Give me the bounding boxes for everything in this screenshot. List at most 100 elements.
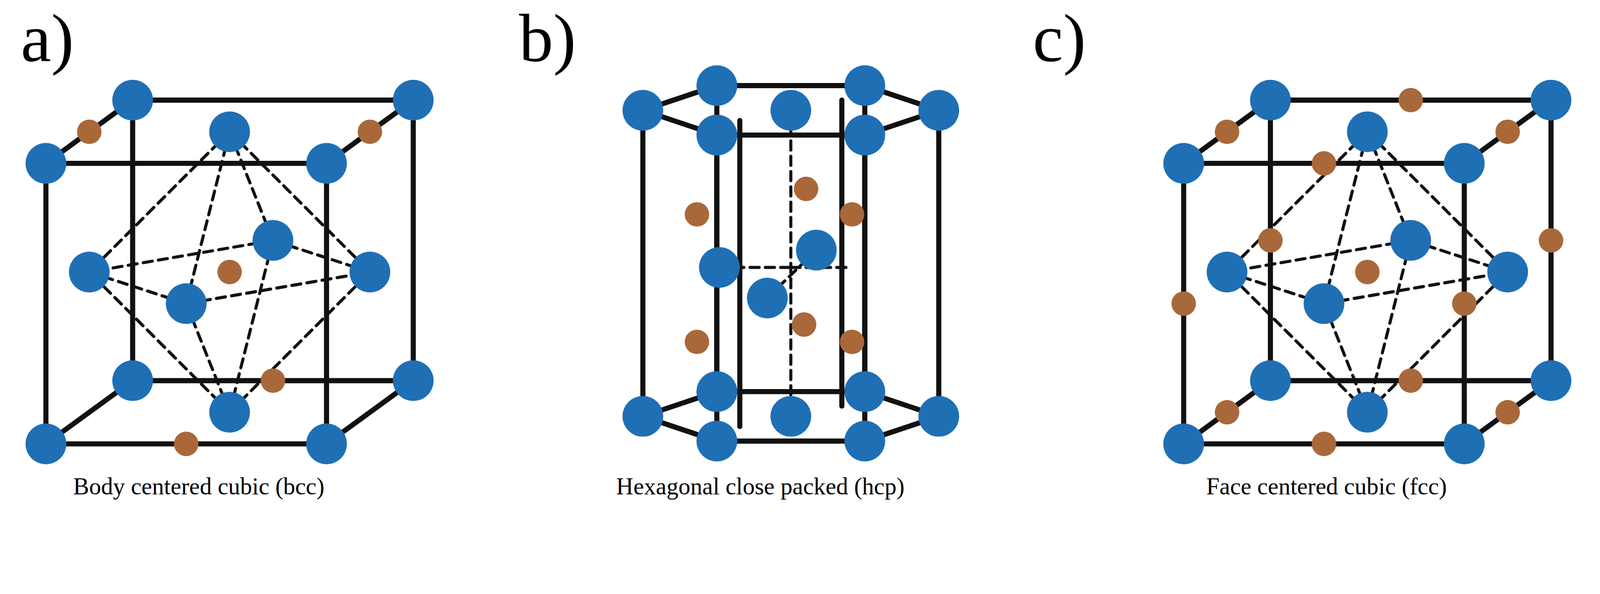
host-atom — [844, 114, 886, 156]
interstitial-atom — [1311, 431, 1337, 457]
host-atom — [306, 423, 348, 465]
cell-edge — [410, 100, 416, 381]
host-atom — [1250, 360, 1292, 402]
cell-edge — [43, 163, 49, 445]
dashed-bond — [1226, 271, 1367, 413]
cell-edge — [640, 110, 646, 417]
dashed-bond — [1226, 240, 1411, 272]
host-atom — [1390, 220, 1432, 262]
host-atom — [306, 143, 348, 185]
cell-edge — [132, 97, 414, 103]
interstitial-atom — [217, 260, 242, 285]
host-atom — [1206, 251, 1248, 293]
cell-edge — [839, 100, 845, 407]
cell-edge — [936, 110, 942, 417]
cell-edge — [323, 163, 330, 445]
host-atom — [166, 283, 208, 325]
host-atom — [770, 395, 812, 437]
dashed-bond — [229, 271, 370, 413]
interstitial-atom — [1214, 119, 1240, 144]
host-atom — [796, 229, 838, 271]
host-atom — [696, 114, 738, 156]
host-atom — [1346, 391, 1388, 433]
interstitial-atom — [357, 119, 382, 144]
host-atom — [622, 89, 664, 131]
cell-edge — [130, 100, 136, 381]
host-atom — [844, 420, 886, 462]
dashed-bond — [1367, 131, 1508, 272]
interstitial-atom — [1495, 119, 1520, 144]
panel-letter: b) — [518, 4, 577, 73]
panel-letter: a) — [20, 4, 75, 73]
interstitial-atom — [684, 329, 709, 354]
cell-edge — [716, 83, 865, 89]
panel-letter: c) — [1032, 4, 1087, 73]
host-atom — [746, 277, 788, 319]
interstitial-atom — [1257, 228, 1283, 253]
dashed-bond — [89, 240, 273, 272]
host-atom — [112, 79, 154, 121]
interstitial-atom — [1214, 400, 1240, 425]
host-atom — [696, 420, 738, 462]
structure-caption: Face centered cubic (fcc) — [1206, 474, 1447, 499]
interstitial-atom — [76, 119, 102, 144]
host-atom — [1250, 79, 1292, 121]
interstitial-atom — [1495, 400, 1520, 425]
host-atom — [622, 395, 664, 437]
host-atom — [1530, 79, 1572, 121]
structure-caption: Body centered cubic (bcc) — [73, 474, 325, 499]
cubic-cell — [25, 79, 434, 465]
dashed-bond — [89, 271, 230, 413]
host-atom — [696, 65, 738, 107]
cell-edge — [716, 438, 865, 444]
hexagonal-cell — [622, 65, 960, 462]
interstitial-atom — [684, 202, 709, 227]
host-atom — [770, 89, 812, 131]
interstitial-atom — [1398, 368, 1424, 393]
interstitial-atom — [1538, 228, 1564, 253]
interstitial-atom — [839, 329, 865, 354]
interstitial-atom — [1398, 87, 1424, 113]
cubic-cell — [1163, 79, 1571, 465]
host-atom — [392, 360, 434, 402]
host-atom — [209, 111, 251, 153]
host-atom — [1163, 143, 1205, 185]
host-atom — [1303, 283, 1345, 325]
host-atom — [918, 89, 960, 131]
dashed-bond — [789, 110, 793, 417]
host-atom — [209, 391, 251, 433]
host-atom — [1163, 423, 1205, 465]
interstitial-atom — [839, 202, 865, 227]
dashed-bond — [229, 131, 370, 272]
interstitial-atom — [1355, 260, 1380, 285]
host-atom — [1346, 111, 1388, 153]
host-atom — [1487, 251, 1529, 293]
host-atom — [392, 79, 434, 121]
host-atom — [349, 251, 391, 293]
cell-edge — [45, 160, 327, 167]
host-atom — [696, 371, 738, 413]
host-atom — [1443, 143, 1485, 185]
host-atom — [844, 371, 886, 413]
interstitial-atom — [1311, 151, 1337, 176]
host-atom — [1443, 423, 1485, 465]
interstitial-atom — [791, 312, 817, 337]
structure-caption: Hexagonal close packed (hcp) — [616, 474, 905, 499]
interstitial-atom — [1452, 291, 1477, 317]
host-atom — [1530, 360, 1572, 402]
interstitial-atom — [173, 431, 199, 457]
host-atom — [699, 247, 741, 289]
host-atom — [112, 360, 154, 402]
host-atom — [69, 251, 111, 293]
host-atom — [918, 395, 960, 437]
host-atom — [252, 220, 294, 262]
dashed-bond — [1367, 271, 1508, 413]
interstitial-atom — [260, 368, 285, 393]
host-atom — [25, 423, 67, 465]
host-atom — [844, 65, 886, 107]
host-atom — [25, 143, 67, 185]
interstitial-atom — [1171, 291, 1196, 317]
interstitial-atom — [794, 176, 819, 201]
